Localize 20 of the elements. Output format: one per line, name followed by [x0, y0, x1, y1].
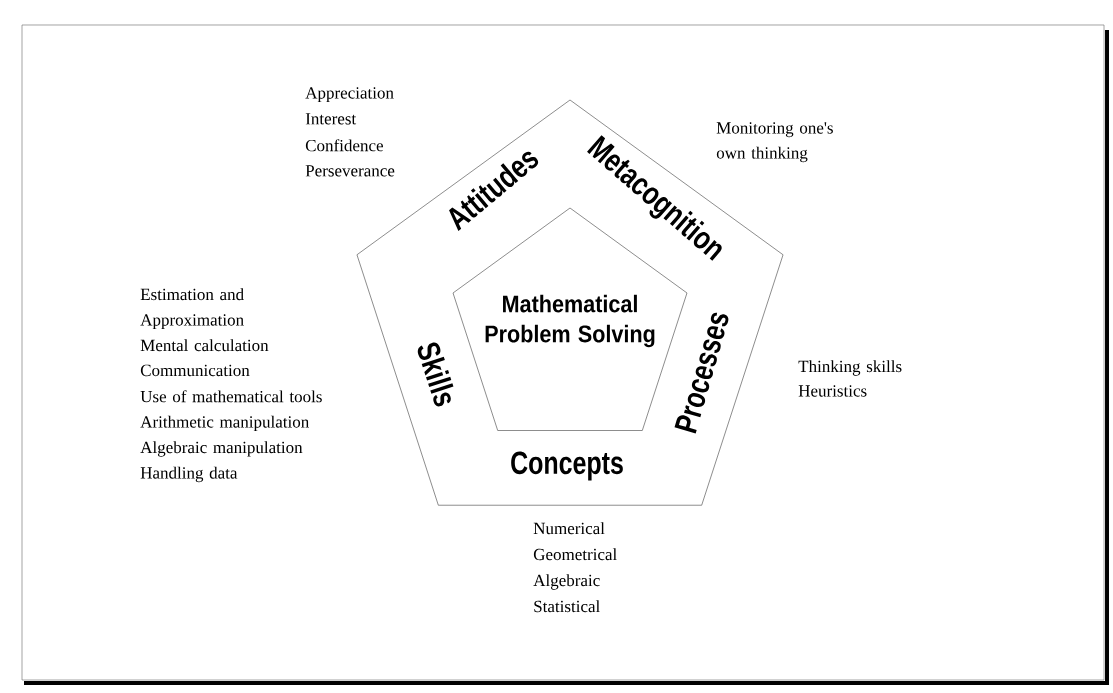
list-item: Geometrical [533, 548, 617, 561]
list-item: Algebraic [533, 574, 600, 590]
center-title: Mathematical Problem Solving [485, 294, 655, 348]
list-item: Estimation and Approximation [140, 288, 244, 330]
list-item: Mental calculation [140, 339, 269, 352]
ring-label: Concepts [511, 451, 623, 481]
list-item: Interest [305, 113, 357, 125]
list-item: Handling data [140, 466, 238, 483]
list-item: Algebraic manipulation [140, 441, 303, 457]
list-item: Heuristics [798, 385, 867, 397]
list-item: Appreciation [305, 87, 394, 103]
list-item: Confidence [305, 139, 383, 152]
list-item: Perseverance [305, 165, 395, 177]
list-item: Thinking skills [798, 360, 902, 376]
list-item: Communication [140, 364, 250, 377]
list-item: Use of mathematical tools [140, 390, 322, 403]
list-item: Statistical [534, 600, 600, 613]
ring-label: Skills [417, 342, 454, 407]
list-item: Numerical [533, 522, 605, 535]
list-item: Arithmetic manipulation [140, 415, 309, 432]
